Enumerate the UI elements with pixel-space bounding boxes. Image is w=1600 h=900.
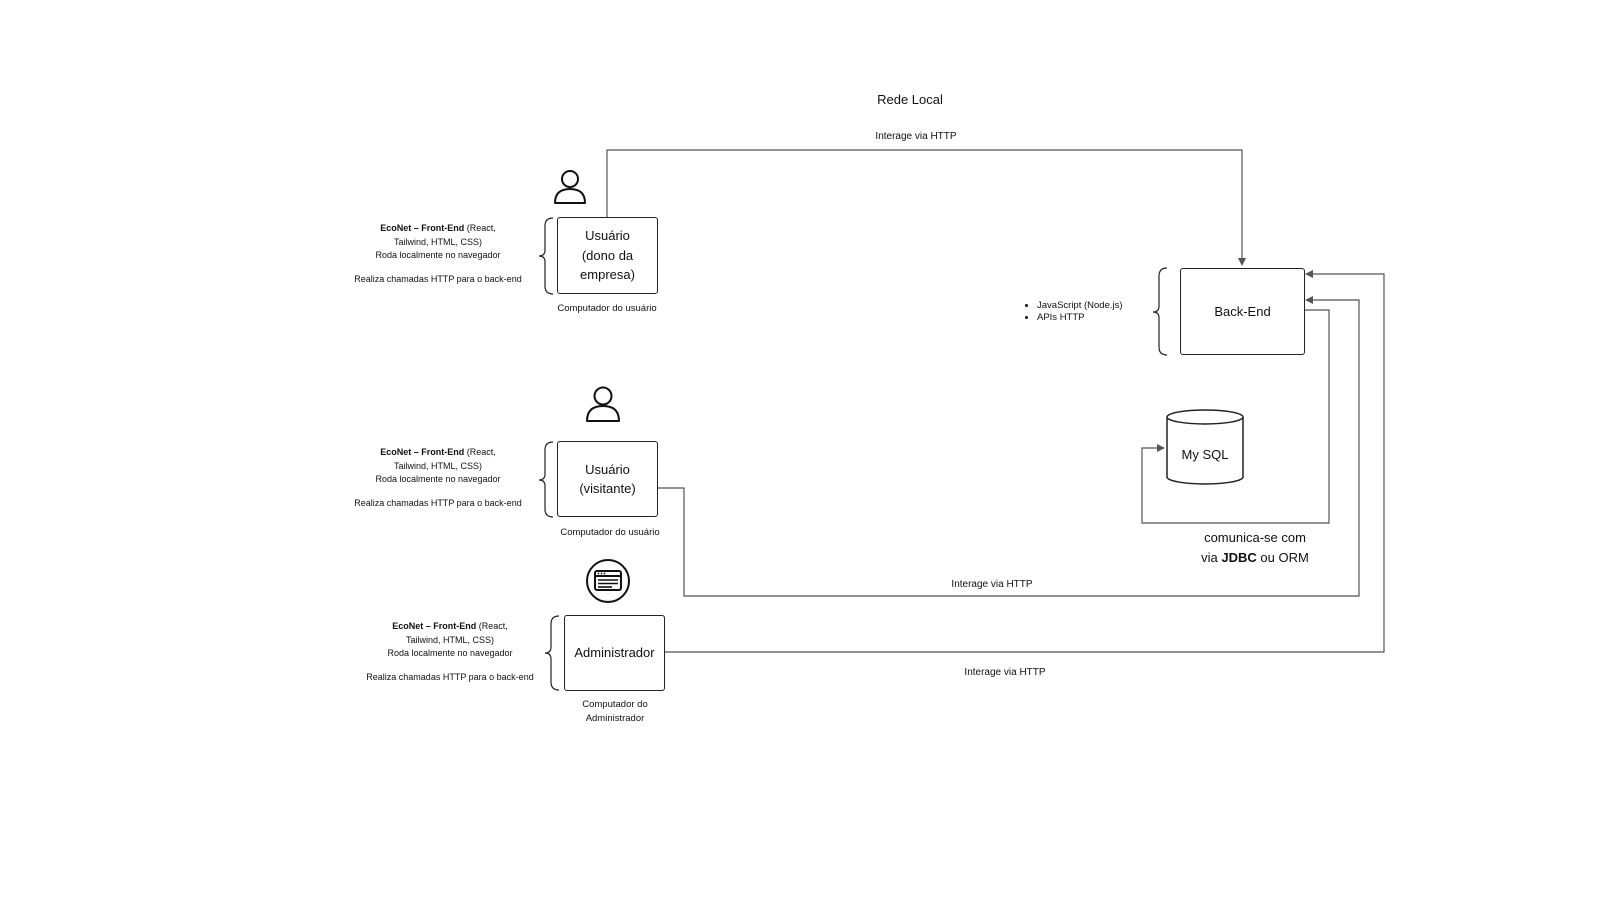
backend-bullets: JavaScript (Node.js) APIs HTTP xyxy=(1026,300,1167,325)
database-note-jdbc: JDBC xyxy=(1221,549,1257,565)
visitor-desc-line3: Roda localmente no navegador xyxy=(375,474,501,484)
user-icon xyxy=(586,386,620,422)
admin-desc-line1: (React, xyxy=(476,621,508,631)
owner-caption: Computador do usuário xyxy=(557,303,657,314)
owner-desc-line1: (React, xyxy=(464,223,496,233)
node-backend[interactable]: Back-End xyxy=(1180,268,1305,355)
backend-bullet: JavaScript (Node.js) xyxy=(1037,300,1167,312)
backend-bullet: APIs HTTP xyxy=(1037,312,1167,324)
visitor-desc-line2: Tailwind, HTML, CSS) xyxy=(393,460,483,471)
owner-desc-line2: Tailwind, HTML, CSS) xyxy=(393,236,483,247)
brace-owner xyxy=(538,217,554,295)
node-visitor[interactable]: Usuário (visitante) xyxy=(557,441,658,517)
admin-desc-bold: EcoNet – Front-End xyxy=(392,621,477,631)
visitor-caption: Computador do usuário xyxy=(560,527,660,538)
user-icon xyxy=(554,170,586,204)
database-note: comunica-se com via JDBC ou ORM xyxy=(1180,528,1330,567)
edge-visitor-to-backend xyxy=(658,296,1360,597)
diagram-title: Rede Local xyxy=(877,92,943,107)
admin-desc-line2: Tailwind, HTML, CSS) xyxy=(405,634,495,645)
edge-label-visitor: Interage via HTTP xyxy=(951,579,1033,590)
owner-desc-line4: Realiza chamadas HTTP para o back-end xyxy=(354,273,522,284)
visitor-desc-line1: (React, xyxy=(464,447,496,457)
browser-window-icon xyxy=(586,559,630,603)
admin-caption: Computador do Administrador xyxy=(550,698,680,726)
database-cylinder-icon[interactable] xyxy=(1165,409,1245,487)
owner-desc-bold: EcoNet – Front-End xyxy=(380,223,465,233)
visitor-description: EcoNet – Front-End (React, Tailwind, HTM… xyxy=(338,446,538,510)
edge-admin-to-backend xyxy=(665,270,1385,653)
database-note-via: via xyxy=(1201,549,1222,565)
edge-backend-to-database xyxy=(1141,309,1330,524)
admin-caption-line2: Administrador xyxy=(585,712,645,724)
admin-desc-line4: Realiza chamadas HTTP para o back-end xyxy=(366,671,534,682)
admin-description: EcoNet – Front-End (React, Tailwind, HTM… xyxy=(350,620,550,684)
edge-label-admin: Interage via HTTP xyxy=(964,667,1046,678)
database-note-line1: comunica-se com xyxy=(1204,530,1306,545)
edge-owner-to-backend xyxy=(606,149,1246,266)
brace-backend xyxy=(1152,267,1168,356)
visitor-desc-bold: EcoNet – Front-End xyxy=(380,447,465,457)
database-label: My SQL xyxy=(1181,447,1229,462)
database-note-orm: ou ORM xyxy=(1256,549,1309,565)
owner-description: EcoNet – Front-End (React, Tailwind, HTM… xyxy=(338,222,538,286)
owner-desc-line3: Roda localmente no navegador xyxy=(375,250,501,260)
admin-desc-line3: Roda localmente no navegador xyxy=(387,648,513,658)
node-admin[interactable]: Administrador xyxy=(564,615,665,691)
brace-visitor xyxy=(538,441,554,518)
admin-caption-line1: Computador do xyxy=(582,699,648,710)
brace-admin xyxy=(544,615,560,691)
node-owner[interactable]: Usuário (dono da empresa) xyxy=(557,217,658,294)
edge-label-owner: Interage via HTTP xyxy=(875,131,957,142)
visitor-desc-line4: Realiza chamadas HTTP para o back-end xyxy=(354,497,522,508)
